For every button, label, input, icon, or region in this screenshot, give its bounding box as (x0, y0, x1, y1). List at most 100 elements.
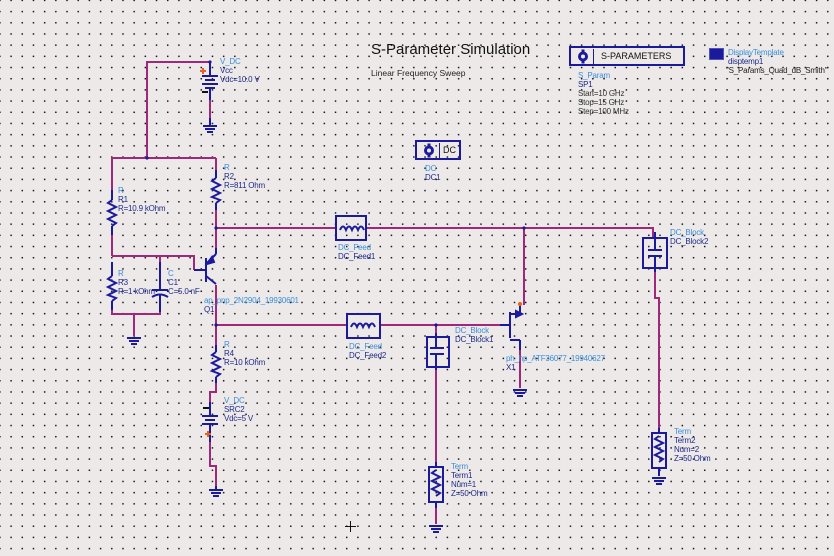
dc-feed2-symbol[interactable] (346, 313, 381, 339)
c1-name: C1 (168, 278, 178, 287)
vcc-name: Vcc (220, 66, 233, 75)
dc-block2-symbol[interactable] (642, 232, 668, 272)
term1-label[interactable]: Term Term1 Num=1 Z=50 Ohm (451, 462, 488, 498)
vcc-label[interactable]: V_DC Vcc Vdc=10.0 V (220, 57, 260, 84)
r4-label[interactable]: R R4 R=10 kOhm (224, 340, 265, 367)
c1-type: C (168, 269, 174, 278)
dc-block1-type: DC_Block (455, 326, 489, 335)
display-template-icon[interactable] (709, 48, 724, 60)
resistor-r4-symbol[interactable] (209, 345, 223, 383)
simulation-title: S-Parameter Simulation (371, 41, 531, 58)
q1-type: ap_pnp_2N2904_19930601 (204, 296, 299, 305)
r4-value: R=10 kOhm (224, 358, 266, 367)
r1-name: R1 (118, 195, 128, 204)
ground-icon (127, 337, 141, 345)
r1-type: R (118, 186, 124, 195)
term2-z: Z=50 Ohm (674, 454, 711, 463)
resistor-r1-symbol[interactable] (105, 190, 119, 235)
dc-label: DC (443, 145, 456, 155)
c1-label[interactable]: C C1 C=5.0 nF (168, 269, 200, 296)
controller-gear-icon (419, 143, 440, 158)
vcc-battery-symbol[interactable] (202, 62, 218, 100)
term2-type: Term (674, 427, 691, 436)
term2-name: Term2 (674, 436, 696, 445)
dc-block1-label[interactable]: DC_Block DC_Block1 (455, 326, 493, 344)
src2-name: SRC2 (224, 405, 245, 414)
dc-controller[interactable]: DC (415, 140, 461, 160)
r3-value: R=1 kOhm (118, 287, 155, 296)
dc-feed1-label[interactable]: DC_Feed DC_Feed1 (338, 243, 375, 261)
r2-label[interactable]: R R2 R=811 Ohm (224, 163, 265, 190)
transistor-q1-symbol[interactable] (194, 248, 217, 285)
term1-name: Term1 (451, 471, 473, 480)
term2-symbol[interactable] (651, 428, 667, 476)
dc-block2-name: DC_Block2 (670, 237, 709, 246)
ground-icon (652, 477, 666, 485)
simulation-subtitle: Linear Frequency Sweep (371, 68, 466, 78)
fet-x1-symbol[interactable] (500, 305, 525, 350)
s-parameters-label: S-PARAMETERS (601, 51, 672, 61)
dc-type: DC (425, 164, 437, 173)
dc-block1-symbol[interactable] (426, 333, 450, 370)
s-parameters-controller[interactable]: S-PARAMETERS (569, 46, 685, 66)
ground-icon (203, 118, 217, 133)
term1-symbol[interactable] (428, 462, 444, 508)
r2-name: R2 (224, 172, 234, 181)
dc-feed1-symbol[interactable] (335, 215, 367, 241)
controller-gear-icon (573, 49, 594, 64)
r4-type: R (224, 340, 230, 349)
r1-value: R=10.9 kOhm (118, 204, 166, 213)
r1-label[interactable]: R R1 R=10.9 kOhm (118, 186, 166, 213)
vcc-value: Vdc=10.0 V (220, 75, 260, 84)
term2-num: Num=2 (674, 445, 700, 454)
r4-name: R4 (224, 349, 234, 358)
s-param-properties[interactable]: S_Param SP1 Start=10 GHz Stop=15 GHz Ste… (578, 71, 629, 116)
dc-name: DC1 (425, 173, 441, 182)
resistor-r3-symbol[interactable] (105, 262, 119, 310)
ground-icon (513, 389, 527, 397)
s-param-stop: Stop=15 GHz (578, 98, 625, 107)
c1-value: C=5.0 nF (168, 287, 200, 296)
crosshair-cursor (345, 521, 356, 532)
dc-feed1-type: DC_Feed (338, 243, 371, 252)
src2-label[interactable]: V_DC SRC2 Vdc=5 V (224, 396, 253, 423)
resistor-r2-symbol[interactable] (209, 170, 223, 210)
wire-r4-src2 (209, 383, 217, 402)
display-template-name: disptemp1 (728, 57, 764, 66)
display-template-value: "S_Params_Quad_dB_Smith" (726, 66, 828, 75)
wire-vcc-top (146, 61, 210, 158)
display-template-properties[interactable]: DisplayTemplate disptemp1 "S_Params_Quad… (726, 48, 828, 75)
s-param-step: Step=100 MHz (578, 107, 629, 116)
q1-name: Q1 (204, 305, 215, 314)
dc-block2-label[interactable]: DC_Block DC_Block2 (670, 228, 708, 246)
r3-label[interactable]: R R3 R=1 kOhm (118, 269, 155, 296)
src2-type: V_DC (224, 396, 245, 405)
term1-type: Term (451, 462, 468, 471)
dc-block1-name: DC_Block1 (455, 335, 494, 344)
dc-feed2-label[interactable]: DC_Feed DC_Feed2 (349, 342, 386, 360)
x1-name: X1 (506, 363, 516, 372)
term1-z: Z=50 Ohm (451, 489, 488, 498)
vcc-type: V_DC (220, 57, 241, 66)
node-dots (145, 60, 526, 327)
x1-type: ph_hp_ATF36077_19940627 (506, 354, 605, 363)
capacitor-c1-symbol[interactable] (151, 262, 169, 312)
dc-properties[interactable]: DC DC1 (425, 164, 441, 182)
r2-value: R=811 Ohm (224, 181, 265, 190)
display-template-type: DisplayTemplate (728, 48, 784, 57)
r3-name: R3 (118, 278, 128, 287)
x1-label[interactable]: ph_hp_ATF36077_19940627 X1 (506, 354, 605, 372)
s-param-start: Start=10 GHz (578, 89, 625, 98)
s-param-name: SP1 (578, 80, 593, 89)
s-param-type: S_Param (578, 71, 610, 80)
ground-icon (209, 486, 223, 497)
ground-icon (429, 525, 443, 533)
q1-label[interactable]: ap_pnp_2N2904_19930601 Q1 (204, 296, 299, 314)
dc-block2-type: DC_Block (670, 228, 704, 237)
polarity-marks (200, 68, 522, 437)
wire-block2-term2 (654, 272, 660, 428)
term2-label[interactable]: Term Term2 Num=2 Z=50 Ohm (674, 427, 711, 463)
wire-src2-gnd (209, 442, 217, 488)
